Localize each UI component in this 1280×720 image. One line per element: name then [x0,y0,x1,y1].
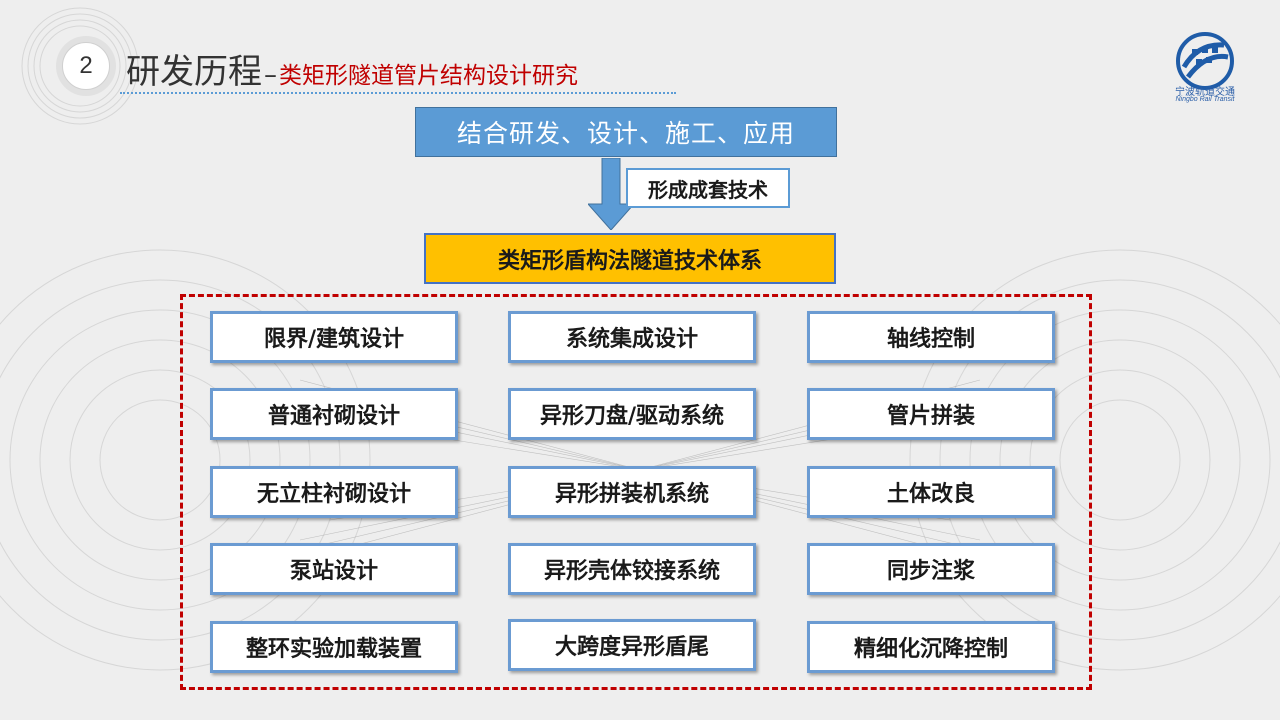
title-main: 研发历程 [126,52,262,92]
grid-cell: 异形拼装机系统 [508,466,756,518]
grid-cell: 异形壳体铰接系统 [508,543,756,595]
logo-name-cn: 宁波轨道交通 [1175,87,1235,98]
grid-cell: 轴线控制 [807,311,1055,363]
arrow-note: 形成成套技术 [626,168,790,208]
grid-cell: 普通衬砌设计 [210,388,458,440]
grid-cell: 土体改良 [807,466,1055,518]
down-arrow-icon [588,158,634,230]
title-underline [120,92,676,94]
logo-name-en: Ningbo Rail Transit [1175,96,1235,103]
grid-cell: 异形刀盘/驱动系统 [508,388,756,440]
grid-cell: 整环实验加载装置 [210,621,458,673]
process-box-top: 结合研发、设计、施工、应用 [415,107,837,157]
ningbo-rail-transit-logo-icon [1176,32,1234,90]
grid-cell: 泵站设计 [210,543,458,595]
title-subtitle: 类矩形隧道管片结构设计研究 [279,63,578,89]
grid-cell: 大跨度异形盾尾 [508,619,756,671]
grid-cell: 限界/建筑设计 [210,311,458,363]
technology-system-box: 类矩形盾构法隧道技术体系 [424,233,836,284]
grid-cell: 同步注浆 [807,543,1055,595]
page-title: 研发历程 – 类矩形隧道管片结构设计研究 [126,44,578,94]
grid-cell: 系统集成设计 [508,311,756,363]
grid-cell: 精细化沉降控制 [807,621,1055,673]
grid-cell: 无立柱衬砌设计 [210,466,458,518]
grid-cell: 管片拼装 [807,388,1055,440]
section-number-badge: 2 [62,42,110,90]
title-separator: – [264,60,277,90]
technology-grid-frame [180,294,1092,690]
